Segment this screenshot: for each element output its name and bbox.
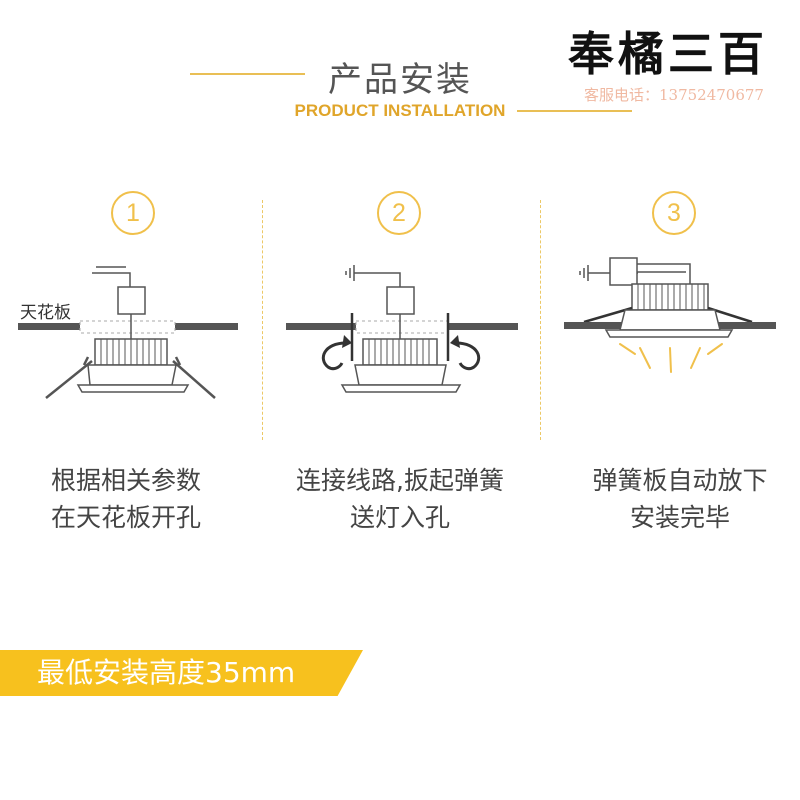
step-3-line-1: 弹簧板自动放下 [592,466,768,495]
step-divider-2 [540,200,541,440]
header-line-left [190,73,305,75]
step-2-number: 2 [377,191,421,235]
step-1-diagram [18,266,238,399]
min-height-banner [0,650,363,696]
step-2-line-1: 连接线路,扳起弹簧 [296,466,504,495]
step-3-diagram [564,257,776,373]
step-3-number: 3 [652,191,696,235]
page-subtitle: PRODUCT INSTALLATION [294,101,506,120]
page-title: 产品安装 [328,60,472,100]
min-height-banner-text: 最低安装高度35mm [37,656,296,689]
step-2-description: 连接线路,扳起弹簧 送灯入孔 [280,462,520,536]
step-1-number: 1 [111,191,155,235]
brand-logo-text: 奉橘三百 [568,27,768,81]
step-1-description: 根据相关参数 在天花板开孔 [6,462,246,536]
service-hotline: 客服电话：13752470677 [584,86,764,104]
step-2-line-2: 送灯入孔 [349,503,450,532]
step-1-line-2: 在天花板开孔 [50,503,201,532]
step-2-diagram [286,265,518,393]
step-divider-1 [262,200,263,440]
ceiling-label: 天花板 [20,303,71,323]
header-line-right [517,110,632,112]
step-1-line-1: 根据相关参数 [50,466,201,495]
step-3-line-2: 安装完毕 [629,503,730,532]
step-3-description: 弹簧板自动放下 安装完毕 [560,462,800,536]
